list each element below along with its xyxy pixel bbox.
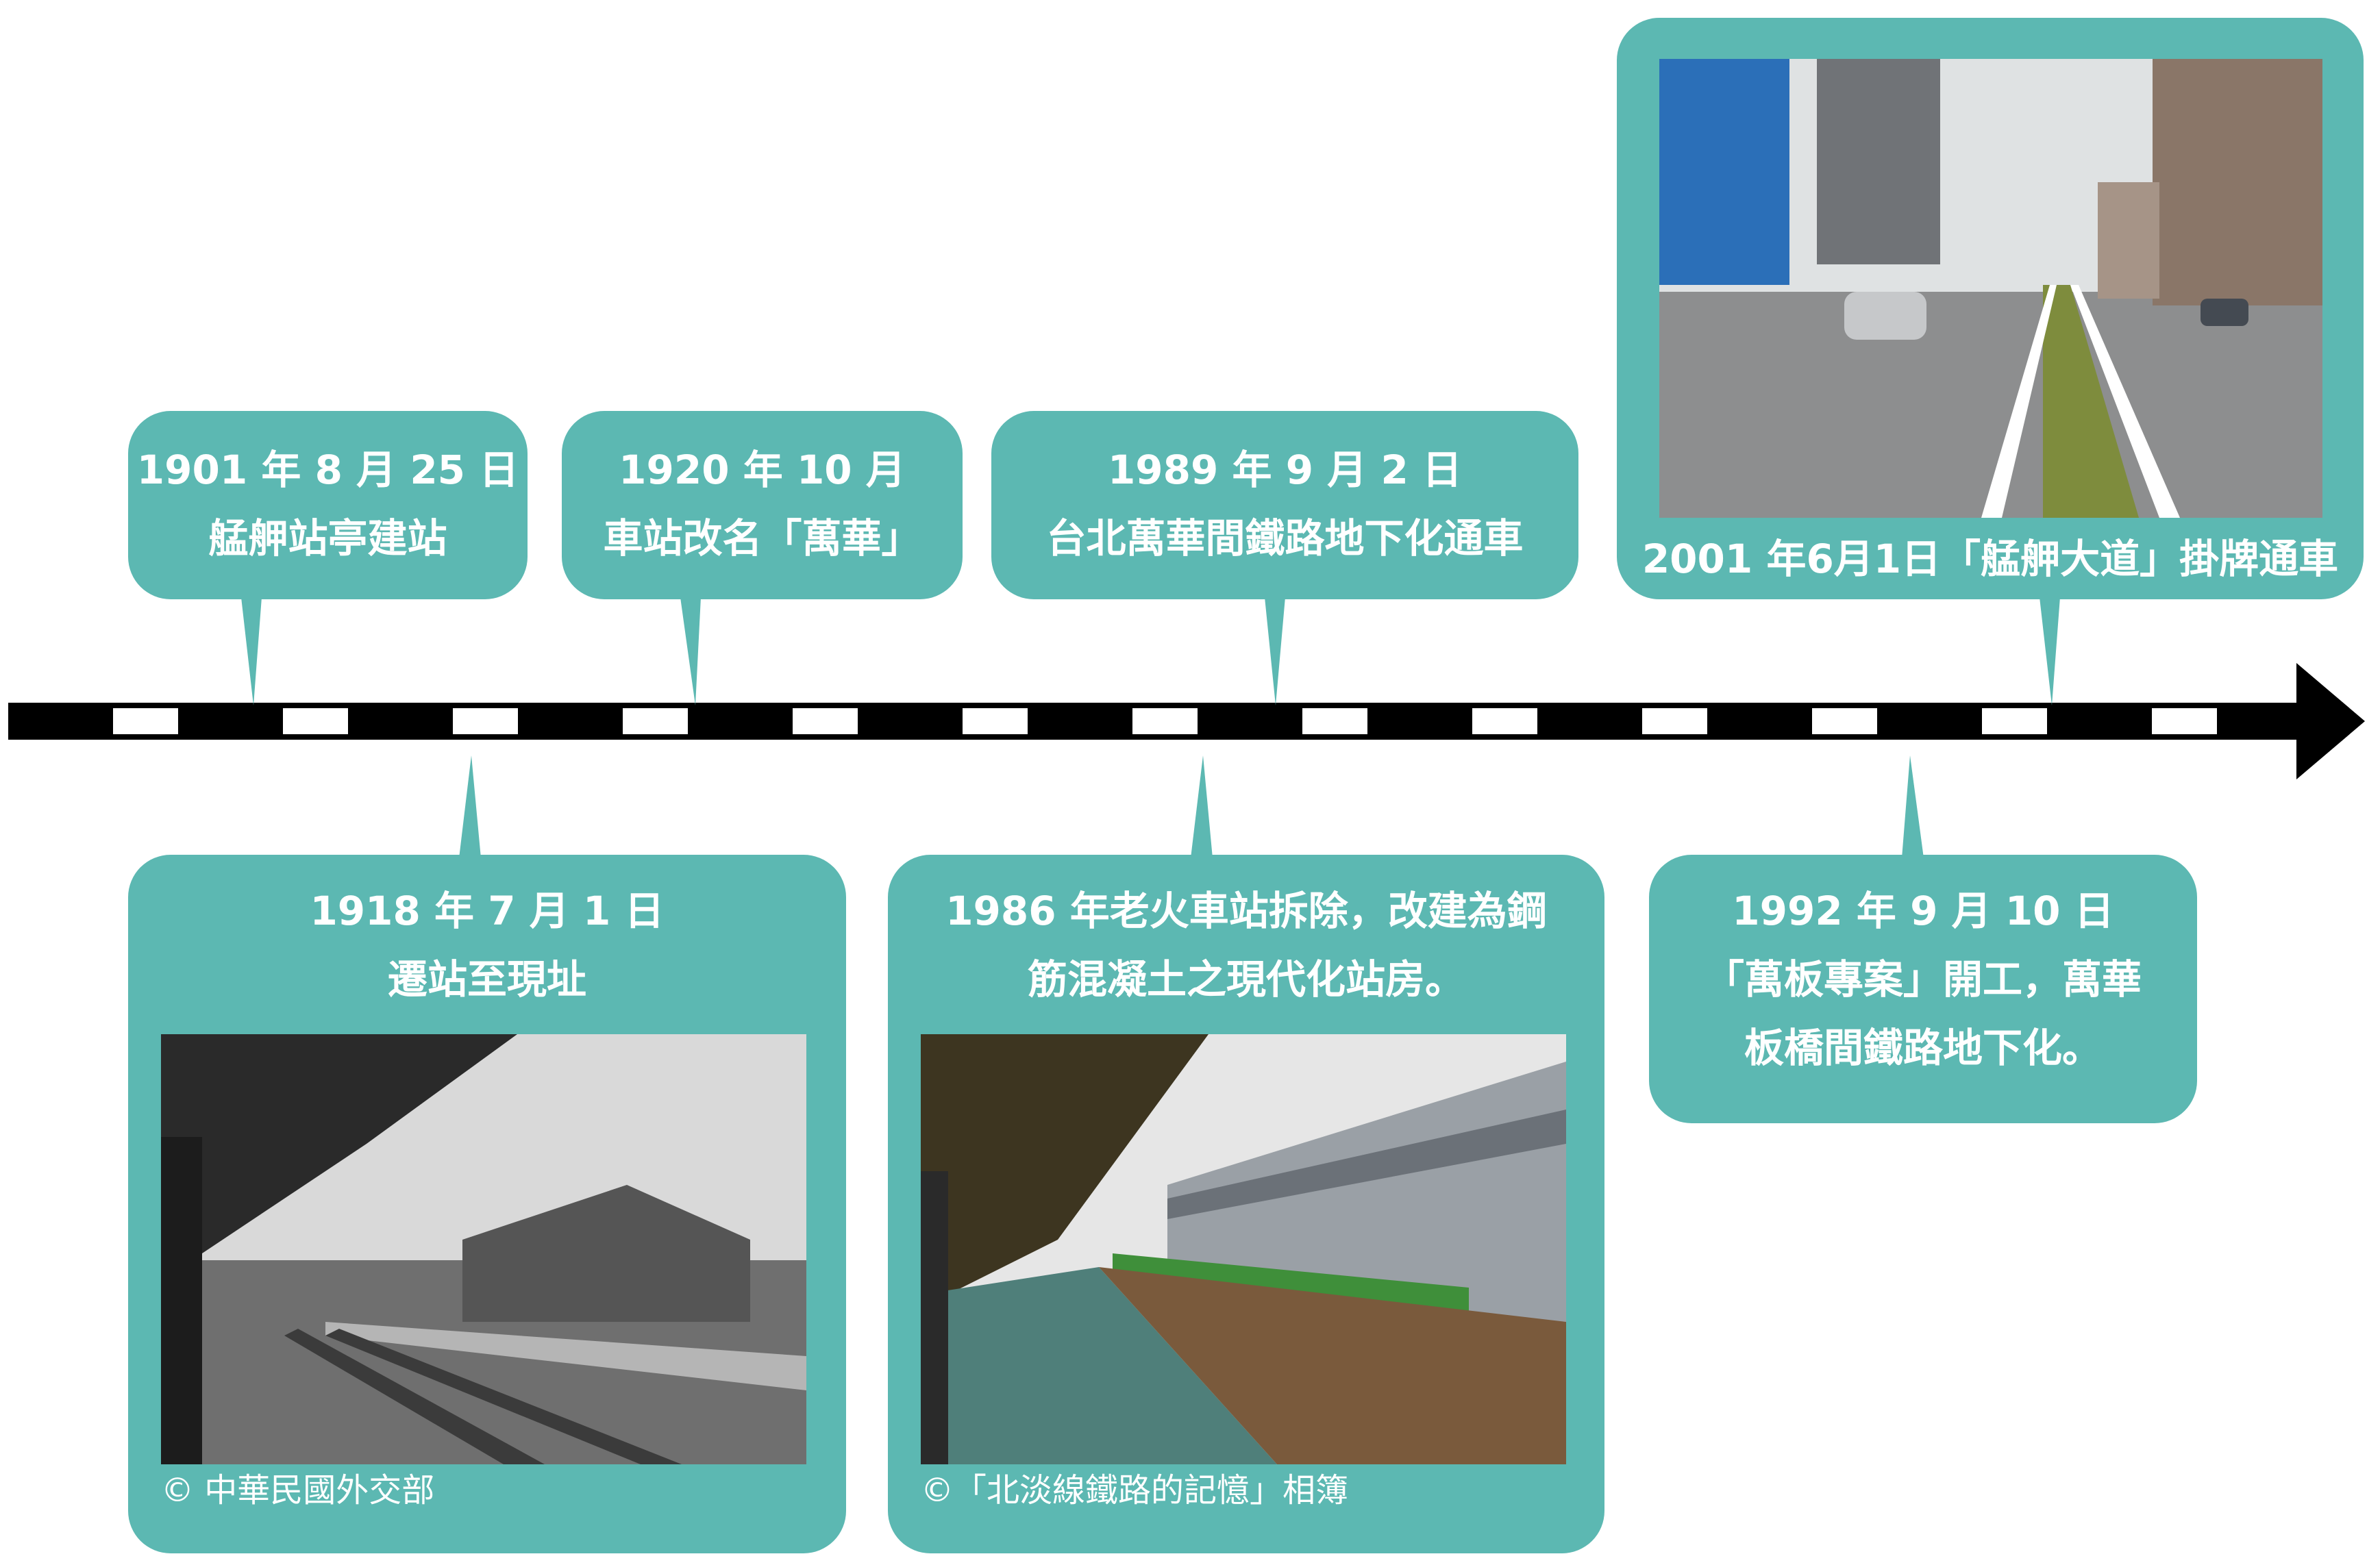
event-1920-date: 1920 年 10 月: [619, 447, 906, 493]
event-2001-bubble: 2001 年6月1日「艋舺大道」掛牌通車: [1617, 18, 2364, 599]
axis-arrowhead: [2296, 663, 2365, 779]
event-1901-pointer: [241, 597, 262, 705]
event-1901-bubble: 1901 年 8 月 25 日 艋舺站亭建站: [128, 411, 528, 599]
axis-stripe: [793, 708, 858, 734]
event-1920-pointer: [680, 597, 701, 705]
axis-stripe: [963, 708, 1028, 734]
event-1901-label: 艋舺站亭建站: [208, 515, 447, 562]
event-1918-bubble: 1918 年 7 月 1 日 遷站至現址 © 中華民國外交部: [128, 855, 846, 1553]
event-1920-label: 車站改名「萬華」: [603, 515, 921, 562]
event-1918-label: 遷站至現址: [387, 956, 586, 1003]
event-2001-photo: [1659, 59, 2322, 518]
axis-stripe: [283, 708, 348, 734]
event-1986-line1: 1986 年老火車站拆除，改建為鋼: [945, 888, 1547, 934]
event-1901-date: 1901 年 8 月 25 日: [136, 447, 519, 493]
axis-stripe: [113, 708, 178, 734]
event-1989-pointer: [1265, 597, 1285, 705]
event-1992-bubble: 1992 年 9 月 10 日 「萬板專案」開工，萬華 板橋間鐵路地下化。: [1649, 855, 2197, 1123]
event-2001-pointer: [2040, 597, 2060, 705]
axis-stripes: [113, 708, 2217, 734]
event-1986-credit: ©「北淡線鐵路的記憶」相簿: [921, 1471, 1349, 1510]
axis-stripe: [1302, 708, 1367, 734]
event-1986-photo: [921, 1034, 1566, 1464]
event-1920-bubble: 1920 年 10 月 車站改名「萬華」: [562, 411, 963, 599]
event-1918-credit: © 中華民國外交部: [161, 1471, 435, 1510]
axis-stripe: [623, 708, 688, 734]
axis-stripe: [1982, 708, 2047, 734]
event-1918-photo: [161, 1034, 806, 1464]
event-1986-line2: 筋混凝土之現代化站房。: [1027, 956, 1465, 1003]
event-1992-line2: 「萬板專案」開工，萬華: [1704, 956, 2142, 1003]
axis-stripe: [1642, 708, 1707, 734]
axis-stripe: [1812, 708, 1877, 734]
axis-stripe: [1132, 708, 1198, 734]
event-1989-label: 台北萬華間鐵路地下化通車: [1046, 515, 1524, 562]
axis-stripe: [2152, 708, 2217, 734]
event-1992-pointer: [1902, 755, 1924, 858]
event-1918-pointer: [459, 755, 481, 858]
event-1918-date: 1918 年 7 月 1 日: [310, 888, 665, 934]
event-2001-label: 2001 年6月1日「艋舺大道」掛牌通車: [1641, 536, 2339, 582]
event-1992-date: 1992 年 9 月 10 日: [1732, 888, 2114, 934]
axis-stripe: [1472, 708, 1537, 734]
event-1989-bubble: 1989 年 9 月 2 日 台北萬華間鐵路地下化通車: [991, 411, 1578, 599]
event-1986-pointer: [1191, 755, 1213, 858]
event-1992-line3: 板橋間鐵路地下化。: [1744, 1025, 2102, 1071]
event-1989-date: 1989 年 9 月 2 日: [1107, 447, 1463, 493]
axis-stripe: [453, 708, 518, 734]
event-1986-bubble: 1986 年老火車站拆除，改建為鋼 筋混凝土之現代化站房。 ©「北淡線鐵路的記憶…: [888, 855, 1604, 1553]
